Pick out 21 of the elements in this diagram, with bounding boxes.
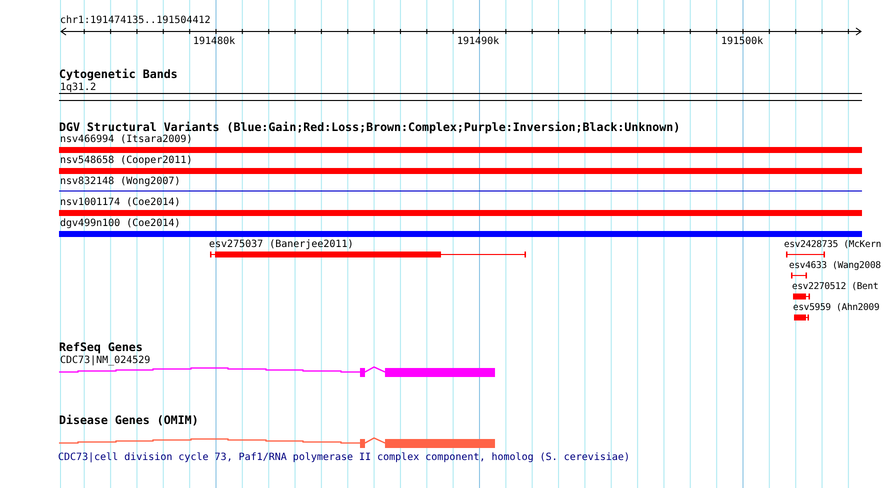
variant-label: esv2270512 (Bent bbox=[792, 281, 878, 292]
gene-label: CDC73|NM_024529 bbox=[60, 355, 150, 366]
variant-label: esv4633 (Wang2008 bbox=[789, 260, 881, 271]
variant-label: esv5959 (Ahn2009 bbox=[793, 302, 880, 313]
track-title: Cytogenetic Bands bbox=[59, 68, 178, 80]
tick-label: 191480k bbox=[193, 36, 236, 47]
variant-label: nsv1001174 (Coe2014) bbox=[60, 197, 180, 208]
tick-label: 191500k bbox=[721, 36, 764, 47]
band-label: 1q31.2 bbox=[60, 82, 96, 93]
variant-label: esv2428735 (McKern bbox=[784, 239, 882, 250]
variant-label: nsv832148 (Wong2007) bbox=[60, 176, 180, 187]
track-title: DGV Structural Variants (Blue:Gain;Red:Loss;Brown:Complex;Purple:Inversion;Black:Unknown) bbox=[59, 121, 680, 133]
variant-label: nsv466994 (Itsara2009) bbox=[60, 134, 192, 145]
coordinate-label: chr1:191474135..191504412 bbox=[60, 15, 211, 26]
gene-description: CDC73|cell division cycle 73, Paf1/RNA polymerase II complex component, homolog (S. cerevisiae) bbox=[58, 452, 630, 463]
tick-label: 191490k bbox=[457, 36, 500, 47]
track-title: Disease Genes (OMIM) bbox=[59, 414, 199, 426]
track-title: RefSeq Genes bbox=[59, 341, 143, 353]
variant-label: esv275037 (Banerjee2011) bbox=[209, 239, 354, 250]
variant-label: dgv499n100 (Coe2014) bbox=[60, 218, 180, 229]
variant-label: nsv548658 (Cooper2011) bbox=[60, 155, 192, 166]
